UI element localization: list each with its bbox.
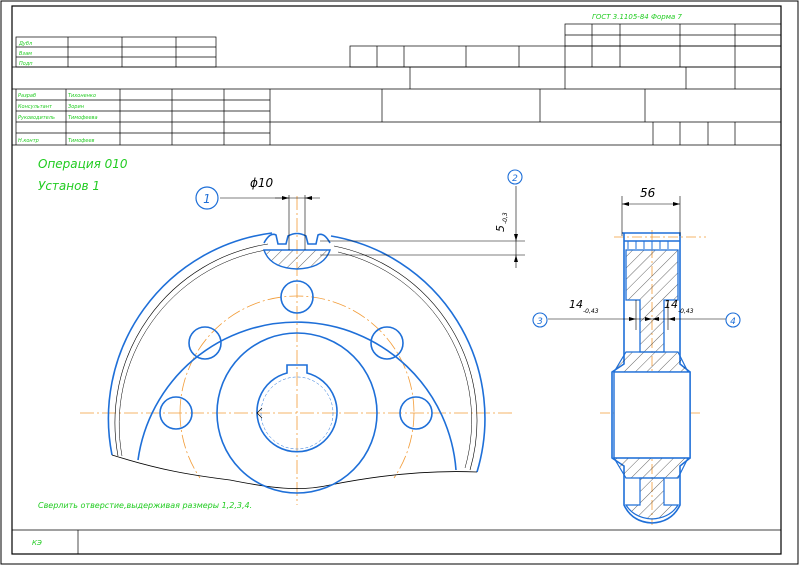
balloon-number: 2 — [512, 174, 518, 184]
operation-instruction: Сверлить отверстие,выдерживая размеры 1,… — [38, 501, 252, 510]
row-label-podp: Подп — [19, 61, 33, 67]
balloon-number: 4 — [730, 317, 736, 327]
drilled-hole-section — [263, 249, 331, 270]
lightening-hole — [370, 326, 404, 360]
depth-dimension-tolerance: -0,3 — [502, 212, 509, 224]
gear-outer-arc-right — [330, 235, 486, 473]
row-label-vzam: Взам — [19, 51, 32, 57]
title-block — [12, 23, 782, 554]
hub-outer — [216, 332, 378, 494]
balloon-number: 3 — [537, 317, 543, 327]
role-label: Консультант — [18, 104, 53, 110]
depth-dimension-label: 5 — [494, 225, 507, 232]
role-label: Разраб — [18, 93, 36, 99]
offset-right-tolerance: -0,43 — [678, 308, 694, 315]
width-dimension-label: 56 — [640, 186, 656, 200]
rim-section-lower — [624, 477, 680, 520]
balloon-number: 1 — [203, 192, 211, 206]
role-name: Тихоненко — [68, 93, 96, 99]
balloon-2: 2 — [507, 169, 523, 185]
lightening-hole — [399, 396, 433, 430]
offset-left-tolerance: -0,43 — [583, 308, 599, 315]
roles-table: Разраб Тихоненко Консультант Зорин Руков… — [18, 93, 98, 144]
gost-form-label: ГОСТ 3.1105-84 Форма 7 — [592, 13, 682, 21]
offset-left-label: 14 — [569, 298, 583, 311]
role-label: Н.контр — [18, 138, 39, 144]
lightening-hole — [188, 326, 222, 360]
gear-side-section — [548, 196, 732, 525]
inner-frame — [11, 5, 782, 555]
role-name: Тимофеев — [68, 138, 95, 144]
balloon-4: 4 — [725, 312, 741, 328]
lightening-hole — [280, 280, 314, 314]
lightening-hole — [159, 396, 193, 430]
hub-section-upper — [612, 351, 689, 373]
offset-right-label: 14 — [664, 298, 678, 311]
footer-code: КЭ — [32, 539, 42, 547]
bore-with-keyway — [256, 364, 338, 453]
balloon-1: 1 — [195, 186, 219, 210]
diameter-dimension-label: ϕ10 — [250, 176, 274, 190]
balloon-3: 3 — [532, 312, 548, 328]
break-line — [111, 454, 478, 490]
role-name: Зорин — [68, 104, 85, 110]
tooth-notches — [263, 232, 331, 245]
role-label: Руководитель — [18, 115, 55, 121]
hub-section-lower — [612, 457, 689, 479]
gear-front-view — [80, 186, 525, 505]
gear-rim-inner — [137, 321, 457, 471]
gear-outer-arc-left — [107, 232, 273, 456]
setup-title: Установ 1 — [38, 179, 100, 193]
role-name: Тимофеева — [68, 115, 98, 121]
side-outer-contour — [611, 232, 691, 524]
operation-title: Операция 010 — [38, 157, 128, 171]
row-label-dubl: Дубл — [18, 41, 33, 47]
bore-section — [613, 371, 691, 459]
